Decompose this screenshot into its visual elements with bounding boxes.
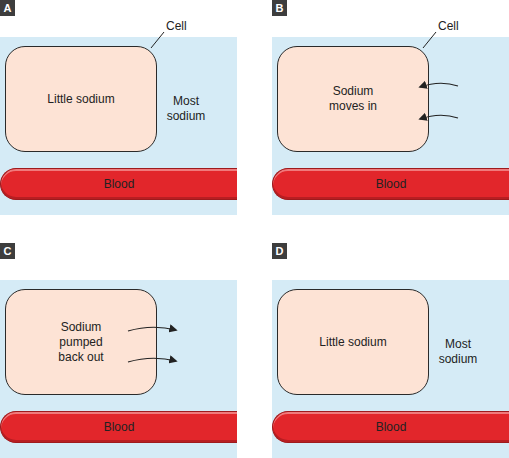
cell-text: Little sodium	[47, 92, 114, 107]
outflow-arrow	[128, 327, 176, 331]
region-label: Most sodium	[432, 337, 484, 367]
panel-background	[0, 37, 237, 215]
blood-text: Blood	[104, 177, 135, 191]
cell-text: Little sodium	[319, 335, 386, 350]
panel-letter-text: C	[4, 245, 12, 257]
text-group: A	[4, 2, 12, 14]
cell-text: Sodium moves in	[323, 84, 383, 114]
panel-letter-text: B	[276, 2, 284, 14]
region-label: Most sodium	[160, 94, 212, 124]
text-group: B	[276, 2, 284, 14]
outflow-arrow	[128, 358, 176, 362]
text-group: Blood	[376, 177, 407, 191]
panel-background	[272, 280, 509, 458]
cell-shape: Little sodium	[277, 289, 429, 395]
part-label: Cell	[438, 19, 478, 34]
text-group: C	[4, 245, 12, 257]
inflow-arrow	[420, 83, 458, 87]
cell-shape: Sodium pumped back out	[5, 289, 157, 395]
cell-shape: Sodium moves in	[277, 46, 429, 152]
text-group: Blood	[104, 420, 135, 434]
cell-shape: Little sodium	[5, 46, 157, 152]
panel-letter: D	[272, 243, 287, 259]
blood-text: Blood	[376, 177, 407, 191]
blood-vessel: Blood	[272, 411, 509, 443]
text-group: Blood	[376, 420, 407, 434]
text-group: D	[276, 245, 284, 257]
blood-vessel: Blood	[272, 168, 509, 200]
panel-letter: C	[0, 243, 15, 259]
text-group: Little sodium	[319, 335, 386, 350]
text-group: Sodium moves in	[323, 84, 383, 114]
inflow-arrow	[420, 115, 458, 119]
blood-vessel: Blood	[0, 411, 237, 443]
cell-text: Sodium pumped back out	[52, 320, 110, 365]
panel-background	[0, 280, 237, 458]
panel-letter-text: A	[4, 2, 12, 14]
text-group: Little sodium	[47, 92, 114, 107]
panel-letter-text: D	[276, 245, 284, 257]
part-label: Cell	[166, 19, 206, 34]
panel-letter: A	[0, 0, 15, 16]
blood-vessel: Blood	[0, 168, 237, 200]
text-group: Blood	[104, 177, 135, 191]
leader-line	[423, 32, 436, 48]
panel-letter: B	[272, 0, 287, 16]
leader-line	[151, 32, 164, 48]
panel-background	[272, 37, 509, 215]
blood-text: Blood	[376, 420, 407, 434]
text-group: Sodium pumped back out	[52, 320, 110, 365]
blood-text: Blood	[104, 420, 135, 434]
